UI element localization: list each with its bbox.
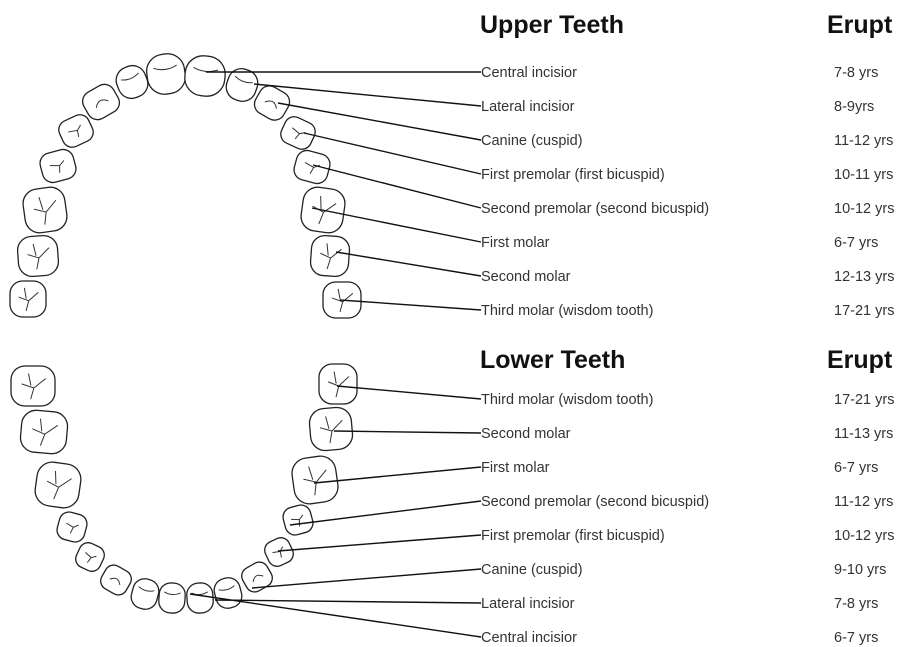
upper-tooth-label: First molar bbox=[481, 235, 550, 251]
lower-tooth-label: Canine (cuspid) bbox=[481, 562, 583, 578]
upper-tooth-label: Canine (cuspid) bbox=[481, 133, 583, 149]
lower-incisor bbox=[158, 582, 186, 614]
upper-molar bbox=[310, 235, 351, 278]
lower-leader-line bbox=[252, 569, 481, 588]
upper-molar bbox=[17, 235, 60, 278]
lower-erupt-age: 10-12 yrs bbox=[834, 528, 894, 544]
lower-leader-line bbox=[215, 600, 481, 603]
lower-molar bbox=[11, 366, 55, 406]
upper-molar bbox=[21, 185, 69, 234]
lower-erupt-age: 6-7 yrs bbox=[834, 630, 878, 646]
upper-incisor bbox=[144, 52, 187, 97]
lower-tooth-label: Second molar bbox=[481, 426, 571, 442]
upper-leader-line bbox=[304, 133, 481, 174]
lower-canine bbox=[97, 562, 134, 599]
upper-tooth-label: Second molar bbox=[481, 269, 571, 285]
lower-incisor bbox=[212, 575, 245, 611]
lower-erupt-age: 17-21 yrs bbox=[834, 392, 894, 408]
lower-erupt-age: 11-13 yrs bbox=[834, 426, 893, 442]
upper-arch bbox=[10, 52, 361, 318]
lower-leader-line bbox=[290, 501, 481, 525]
upper-erupt-age: 6-7 yrs bbox=[834, 235, 878, 251]
lower-leader-line bbox=[190, 594, 481, 637]
upper-erupt-age: 17-21 yrs bbox=[834, 303, 894, 319]
lower-premolar bbox=[55, 510, 89, 544]
lower-leader-line bbox=[278, 535, 481, 551]
upper-molar bbox=[10, 281, 46, 317]
lower-canine bbox=[238, 559, 275, 596]
lower-incisor bbox=[186, 582, 214, 614]
upper-erupt-age: 10-12 yrs bbox=[834, 201, 894, 217]
lower-erupt-age: 6-7 yrs bbox=[834, 460, 878, 476]
lower-incisor bbox=[129, 576, 162, 612]
upper-erupt-age: 10-11 yrs bbox=[834, 167, 893, 183]
upper-tooth-label: Lateral incisior bbox=[481, 99, 575, 115]
lower-premolar bbox=[73, 540, 108, 575]
lower-tooth-label: Second premolar (second bicuspid) bbox=[481, 494, 709, 510]
upper-leader-line bbox=[336, 252, 481, 276]
lower-erupt-age: 7-8 yrs bbox=[834, 596, 878, 612]
upper-premolar bbox=[292, 148, 333, 186]
upper-tooth-label: Central incisior bbox=[481, 65, 577, 81]
lower-molar bbox=[33, 460, 83, 510]
lower-leader-line bbox=[337, 386, 481, 399]
lower-tooth-label: Third molar (wisdom tooth) bbox=[481, 392, 653, 408]
upper-premolar bbox=[38, 147, 79, 185]
upper-erupt-age: 11-12 yrs bbox=[834, 133, 893, 149]
upper-erupt-age: 12-13 yrs bbox=[834, 269, 894, 285]
lower-teeth-heading: Lower Teeth bbox=[480, 346, 625, 374]
lower-molar bbox=[319, 364, 357, 404]
upper-premolar bbox=[278, 114, 319, 153]
lower-premolar bbox=[281, 503, 315, 537]
upper-tooth-label: Third molar (wisdom tooth) bbox=[481, 303, 653, 319]
lower-premolar bbox=[262, 535, 297, 570]
leader-lines bbox=[190, 72, 481, 637]
lower-leader-line bbox=[334, 431, 481, 433]
lower-erupt-age: 9-10 yrs bbox=[834, 562, 886, 578]
upper-erupt-age: 7-8 yrs bbox=[834, 65, 878, 81]
lower-molar bbox=[308, 406, 354, 452]
lower-tooth-label: Lateral incisior bbox=[481, 596, 575, 612]
lower-erupt-age: 11-12 yrs bbox=[834, 494, 893, 510]
lower-tooth-label: First premolar (first bicuspid) bbox=[481, 528, 665, 544]
upper-erupt-heading: Erupt bbox=[827, 11, 893, 39]
lower-molar bbox=[290, 454, 340, 506]
upper-tooth-label: Second premolar (second bicuspid) bbox=[481, 201, 709, 217]
upper-erupt-age: 8-9yrs bbox=[834, 99, 874, 115]
lower-arch bbox=[11, 364, 357, 614]
lower-leader-line bbox=[314, 467, 481, 483]
lower-molar bbox=[19, 409, 68, 455]
upper-teeth-heading: Upper Teeth bbox=[480, 11, 624, 39]
lower-erupt-heading: Erupt bbox=[827, 346, 893, 374]
lower-tooth-label: First molar bbox=[481, 460, 550, 476]
upper-tooth-label: First premolar (first bicuspid) bbox=[481, 167, 665, 183]
lower-tooth-label: Central incisior bbox=[481, 630, 577, 646]
upper-incisor bbox=[183, 54, 227, 98]
